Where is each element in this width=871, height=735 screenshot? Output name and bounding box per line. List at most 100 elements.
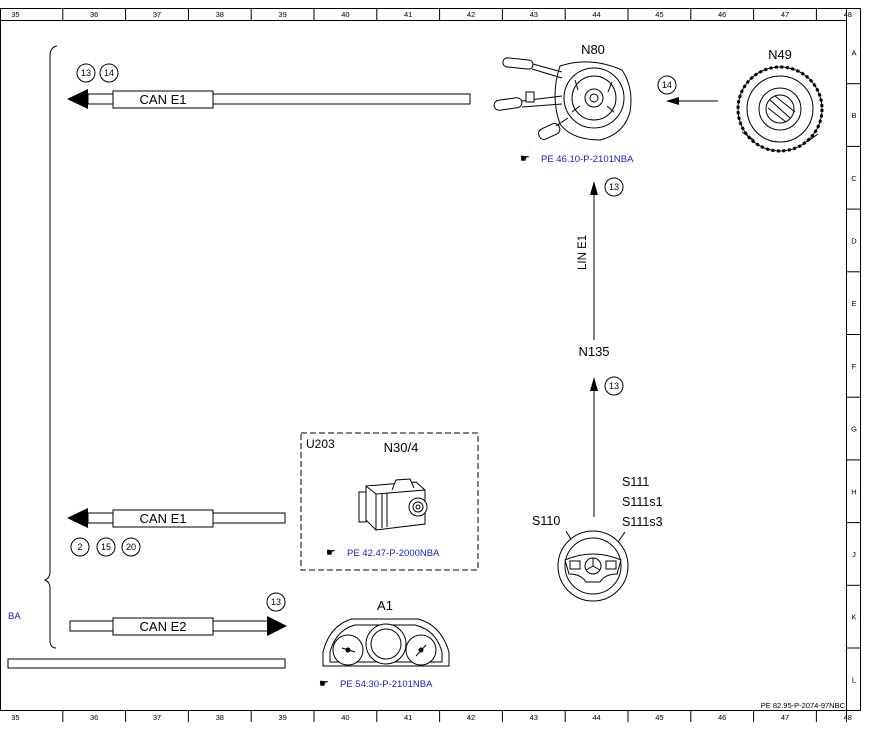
column-number: 38 [216,10,224,19]
can-e1-mid-marker-3: 20 [126,542,136,552]
s111s1-label: S111s1 [622,495,663,509]
can-e1-mid-label: CAN E1 [140,511,187,526]
column-number: 45 [655,713,663,722]
n80-ref-text: PE 46.10-P-2101NBA [541,154,634,165]
a1-component: A1 ☛ PE 54.30-P-2101NBA [319,598,450,690]
u203-label: U203 [306,437,335,451]
column-number: 46 [718,713,726,722]
column-number: 47 [781,10,789,19]
n30-4-ref-text: PE 42.47-P-2000NBA [347,548,440,559]
top-column-ruler: 35 36 37 38 39 40 41 42 43 44 45 46 47 48 [11,8,852,20]
row-letter: F [852,362,857,371]
column-number: 48 [844,713,852,722]
can-e1-mid-bus: CAN E1 2 15 20 [67,508,286,557]
lower-bus-fragment [7,658,286,669]
a1-label: A1 [377,598,393,613]
column-number: 36 [90,10,98,19]
can-e2-marker: 13 [271,597,281,607]
can-e1-top-bus: CAN E1 13 14 [67,63,471,109]
column-number: 36 [90,713,98,722]
u203-group: U203 N30/4 ☛ PE 42.47-P-2000NBA [300,432,479,571]
angle-sensor-icon [736,65,824,153]
n49-to-n80-link: 14 [657,75,718,105]
can-e2-label-box [112,617,214,636]
column-number: 42 [467,713,475,722]
column-number: 46 [718,10,726,19]
n135-link-marker: 13 [609,381,619,391]
n135-label: N135 [578,344,609,359]
column-number: 38 [216,713,224,722]
column-number: 44 [592,713,600,722]
row-letter: H [851,487,856,496]
column-number: 40 [341,713,349,722]
column-number: 41 [404,10,412,19]
steering-wheel-component: S110 S111 S111s1 S111s3 [532,475,663,602]
instrument-cluster-icon [322,618,450,667]
document-id: PE 82.95-P-2074-97NBC [761,701,846,710]
s110-label: S110 [532,514,560,528]
lin-e1-label: LIN E1 [577,235,589,270]
right-row-ruler: A B C D E F G H J K L [846,48,861,684]
lin-e1-marker: 13 [609,182,619,192]
steering-wheel-icon [557,530,629,602]
s111-label: S111 [622,475,649,489]
column-number: 45 [655,10,663,19]
column-number: 37 [153,10,161,19]
column-number: 47 [781,713,789,722]
pointing-hand-icon: ☛ [319,678,329,690]
column-number: 42 [467,10,475,19]
diagram-frame [0,8,861,722]
column-number: 40 [341,10,349,19]
can-e1-top-label: CAN E1 [140,92,187,107]
n135-link: 13 [590,376,624,517]
column-number: 37 [153,713,161,722]
column-number: 35 [11,10,19,19]
left-brace [43,45,58,649]
can-e1-top-marker-2: 14 [104,68,114,78]
row-letter: E [851,299,856,308]
left-cut-text: BA [8,611,21,622]
column-number: 41 [404,713,412,722]
row-letter: B [851,111,856,120]
column-number: 39 [278,10,286,19]
column-number: 43 [530,10,538,19]
column-number: 35 [11,713,19,722]
can-e1-top-label-box [112,90,214,109]
n49-component: N49 [736,47,824,153]
row-letter: K [851,613,856,622]
bottom-column-ruler: 35 36 37 38 39 40 41 42 43 44 45 46 47 48 [11,710,852,722]
row-letter: L [852,675,856,684]
n49-link-marker: 14 [662,80,672,90]
hydraulic-unit-icon [358,478,428,531]
row-letter: D [851,236,857,245]
n30-4-label: N30/4 [384,440,419,455]
row-letter: C [851,174,857,183]
n49-label: N49 [768,47,792,62]
can-e2-label: CAN E2 [140,619,187,634]
a1-ref-text: PE 54.30-P-2101NBA [340,679,433,690]
can-e1-top-marker-1: 13 [81,68,91,78]
n80-component: N80 ☛ PE 46.10-P-2101NBA [493,42,634,165]
pointing-hand-icon: ☛ [326,547,336,559]
can-e1-mid-label-box [112,509,214,528]
can-e1-mid-marker-1: 2 [77,542,82,552]
column-number: 43 [530,713,538,722]
can-e1-mid-marker-2: 15 [101,542,111,552]
lin-e1-link: 13 LIN E1 [577,177,624,340]
column-number: 48 [844,10,852,19]
row-letter: A [851,48,856,57]
n80-ref: ☛ PE 46.10-P-2101NBA [520,153,634,165]
a1-ref: ☛ PE 54.30-P-2101NBA [319,678,433,690]
row-letter: J [852,550,856,559]
column-number: 44 [592,10,600,19]
pointing-hand-icon: ☛ [520,153,530,165]
row-letter: G [851,425,857,434]
combination-switch-icon [493,57,632,141]
n30-4-ref: ☛ PE 42.47-P-2000NBA [326,547,440,559]
column-number: 39 [278,713,286,722]
s111s3-label: S111s3 [622,515,663,529]
n80-label: N80 [581,42,605,57]
can-e2-bus: CAN E2 13 [69,592,287,636]
can-e1-top-arrowhead [67,89,88,109]
